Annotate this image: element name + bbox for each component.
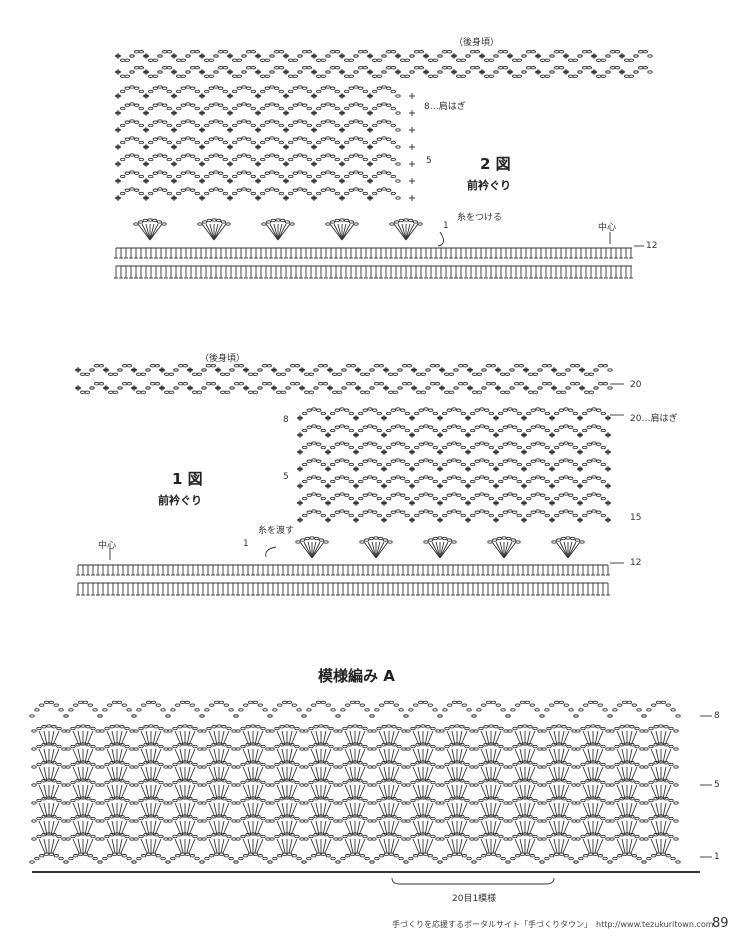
pattern-a-chart bbox=[29, 700, 712, 885]
fig2-row5-label: 5 bbox=[426, 156, 432, 166]
fig1-row12-label: 12 bbox=[630, 558, 642, 568]
pattern-a-row5-label: 5 bbox=[714, 780, 720, 790]
fig1-row20-shoulder-label: 20…肩はぎ bbox=[630, 414, 678, 424]
fig2-row12-label: 12 bbox=[646, 241, 658, 251]
fig1-pass-note: 糸を渡す bbox=[258, 526, 295, 536]
fig1-back-label: （後身頃） bbox=[200, 354, 246, 364]
fig2-title: 2 図 bbox=[480, 155, 511, 173]
page-number: 89 bbox=[712, 916, 729, 931]
fig1-row8-label: 8 bbox=[283, 415, 289, 425]
figure-2-chart bbox=[114, 50, 653, 279]
fig1-row20-label: 20 bbox=[630, 380, 642, 390]
fig2-row8-label: 8…肩はぎ bbox=[424, 102, 466, 112]
fig1-title: 1 図 bbox=[172, 470, 203, 488]
figure-1-chart bbox=[75, 364, 624, 596]
fig1-row15-label: 15 bbox=[630, 513, 642, 523]
fig2-attach-note: 糸をつける bbox=[457, 213, 503, 223]
pattern-a-row8-label: 8 bbox=[714, 711, 720, 721]
pattern-a-row1-label: 1 bbox=[714, 852, 720, 862]
pattern-a-repeat-label: 20目1模様 bbox=[452, 894, 497, 904]
fig1-center-label: 中心 bbox=[98, 541, 117, 551]
fig1-row1-label: 1 bbox=[243, 539, 249, 549]
fig2-subtitle: 前衿ぐり bbox=[467, 179, 511, 192]
fig2-row1-label: 1 bbox=[443, 221, 449, 231]
fig1-subtitle: 前衿ぐり bbox=[158, 494, 202, 507]
fig2-center-label: 中心 bbox=[598, 223, 617, 233]
fig2-back-label: （後身頃） bbox=[454, 38, 500, 48]
fig1-row5-label: 5 bbox=[283, 472, 289, 482]
pattern-a-title: 模様編み A bbox=[318, 667, 395, 685]
footer-portal-text: 手づくりを応援するポータルサイト「手づくりタウン」 http://www.tez… bbox=[392, 920, 714, 929]
